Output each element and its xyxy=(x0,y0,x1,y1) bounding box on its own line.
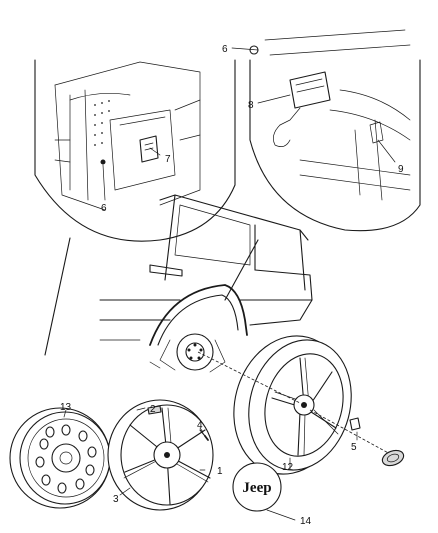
fastener-part xyxy=(100,159,106,165)
callout-3: 3 xyxy=(113,494,119,505)
callout-1: 1 xyxy=(217,466,223,477)
callout-6-top: 6 xyxy=(222,44,228,55)
detail-bubble-right xyxy=(249,29,421,232)
callout-leader-lines xyxy=(63,47,396,521)
callout-9: 9 xyxy=(398,164,404,175)
tire-and-wheel-assembly xyxy=(197,335,405,475)
hoist-unit-part xyxy=(289,71,331,109)
callout-5: 5 xyxy=(351,442,357,453)
door-handle xyxy=(149,264,183,277)
callout-2: 2 xyxy=(150,404,156,415)
steel-wheel-hub xyxy=(51,443,81,473)
lug-nut-part xyxy=(349,417,361,431)
callout-12: 12 xyxy=(282,462,294,473)
leader-line-right-bubble xyxy=(224,239,259,301)
detail-bubble-left-outline xyxy=(34,59,236,242)
leader-line-left-bubble xyxy=(44,237,71,356)
jeep-logo-badge: Jeep xyxy=(232,462,282,512)
fender-flare xyxy=(149,284,248,346)
wheel-hub xyxy=(185,342,205,362)
balance-weight-part xyxy=(147,405,162,415)
vehicle-body xyxy=(99,194,313,373)
valve-stem-part xyxy=(204,435,209,441)
callout-7: 7 xyxy=(165,154,171,165)
callout-4: 4 xyxy=(197,420,203,431)
callout-6-left: 6 xyxy=(101,203,107,214)
callout-14: 14 xyxy=(300,516,312,527)
callout-labels: 6 8 9 7 6 2 4 1 3 13 5 12 14 xyxy=(60,44,404,527)
steel-wheel xyxy=(9,407,111,509)
hub-axis-line xyxy=(197,351,301,404)
detail-bubble-right-outline xyxy=(249,59,421,232)
callout-13: 13 xyxy=(60,402,72,413)
logo-circle xyxy=(232,462,282,512)
alloy-wheel xyxy=(107,399,214,511)
callout-8: 8 xyxy=(248,100,254,111)
logo-wordmark: Jeep xyxy=(242,480,271,496)
center-cap-part xyxy=(381,449,405,467)
hoist-bracket-part xyxy=(369,121,384,144)
detail-bubble-left xyxy=(34,59,236,242)
